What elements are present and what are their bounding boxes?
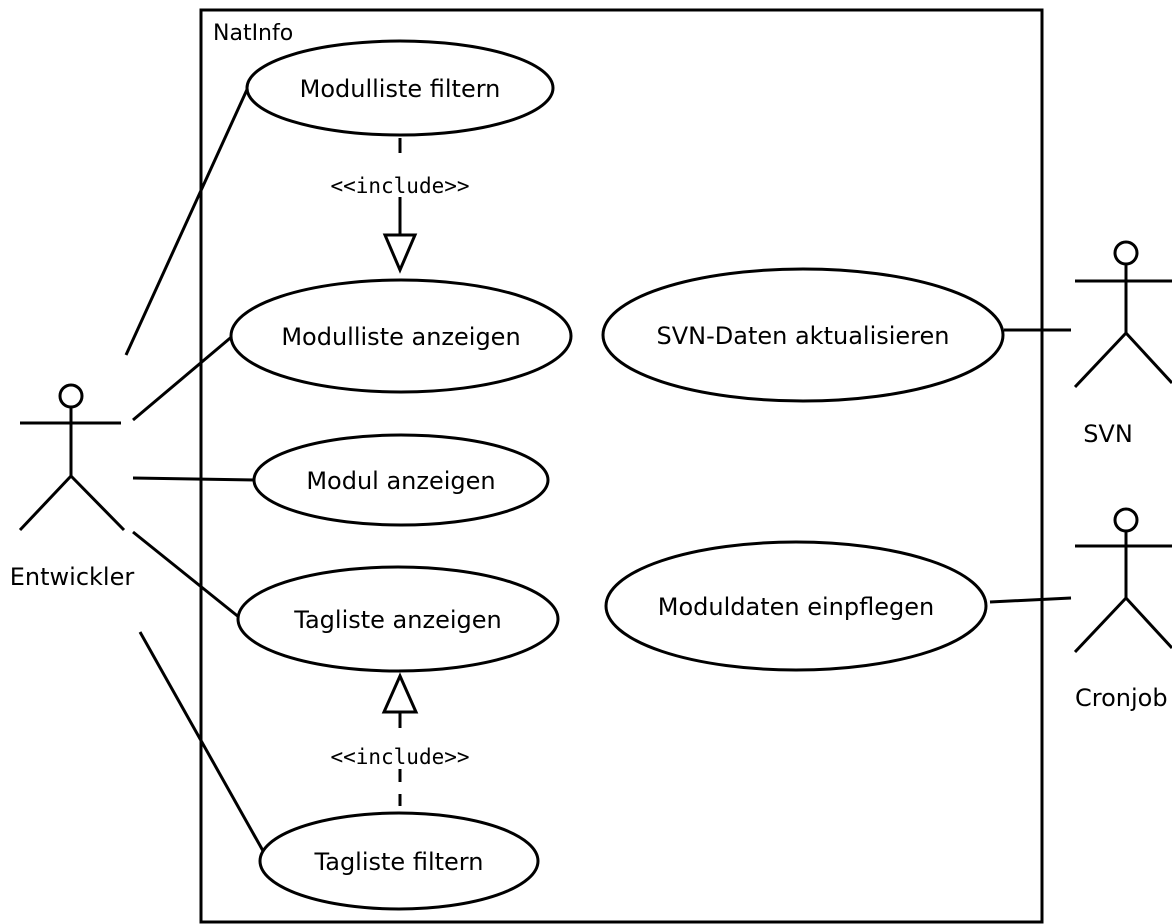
include-bottom-label: <<include>> — [330, 745, 469, 769]
actor-cronjob-leg-left — [1073, 596, 1128, 654]
actor-svn-leg-left — [1073, 331, 1128, 389]
usecase-tagliste-filtern[interactable]: Tagliste filtern — [258, 811, 540, 911]
usecase-modulliste-filtern[interactable]: Modulliste filtern — [245, 39, 555, 137]
assoc-cronjob-moduldaten — [989, 596, 1072, 604]
actor-entwickler-label: Entwickler — [10, 563, 135, 591]
usecase-modul-anzeigen-label: Modul anzeigen — [306, 467, 495, 495]
actor-svn[interactable]: SVN — [1073, 240, 1172, 448]
usecase-tagliste-anzeigen-label: Tagliste anzeigen — [293, 606, 501, 634]
include-top-arrowhead — [382, 233, 418, 274]
usecase-modulliste-filtern-label: Modulliste filtern — [300, 75, 501, 103]
usecase-modulliste-anzeigen[interactable]: Modulliste anzeigen — [229, 278, 573, 394]
usecase-svn-daten-aktualisieren[interactable]: SVN-Daten aktualisieren — [601, 267, 1005, 403]
system-boundary — [199, 8, 1044, 924]
include-top-label: <<include>> — [330, 174, 469, 198]
assoc-entwickler-tagliste-filtern — [138, 631, 269, 859]
actor-entwickler-head — [58, 383, 84, 409]
actor-entwickler-leg-right — [69, 474, 126, 532]
system-title: NatInfo — [213, 21, 293, 46]
usecase-tagliste-anzeigen[interactable]: Tagliste anzeigen — [236, 565, 560, 673]
assoc-entwickler-modulliste-anzeigen — [132, 332, 236, 422]
usecase-moduldaten-einpflegen[interactable]: Moduldaten einpflegen — [604, 540, 988, 672]
actor-cronjob-leg-right — [1124, 596, 1172, 650]
include-bottom-arrowhead — [381, 672, 419, 714]
actor-entwickler-leg-left — [18, 474, 73, 532]
actor-cronjob-head — [1113, 507, 1139, 533]
actor-cronjob-label: Cronjob — [1075, 684, 1168, 712]
actor-svn-label: SVN — [1083, 420, 1133, 448]
usecase-svn-daten-aktualisieren-label: SVN-Daten aktualisieren — [657, 322, 950, 350]
usecase-moduldaten-einpflegen-label: Moduldaten einpflegen — [658, 593, 934, 621]
actor-cronjob[interactable]: Cronjob — [1073, 507, 1172, 712]
usecase-modulliste-anzeigen-label: Modulliste anzeigen — [281, 323, 520, 351]
assoc-entwickler-modul-anzeigen — [132, 476, 256, 482]
assoc-entwickler-tagliste-anzeigen — [132, 530, 241, 620]
usecase-modul-anzeigen[interactable]: Modul anzeigen — [252, 433, 550, 527]
actor-svn-leg-right — [1124, 331, 1172, 385]
assoc-entwickler-modulliste-filtern — [124, 82, 252, 356]
usecase-tagliste-filtern-label: Tagliste filtern — [314, 848, 484, 876]
actor-entwickler[interactable]: Entwickler — [10, 383, 135, 591]
actor-svn-head — [1113, 240, 1139, 266]
